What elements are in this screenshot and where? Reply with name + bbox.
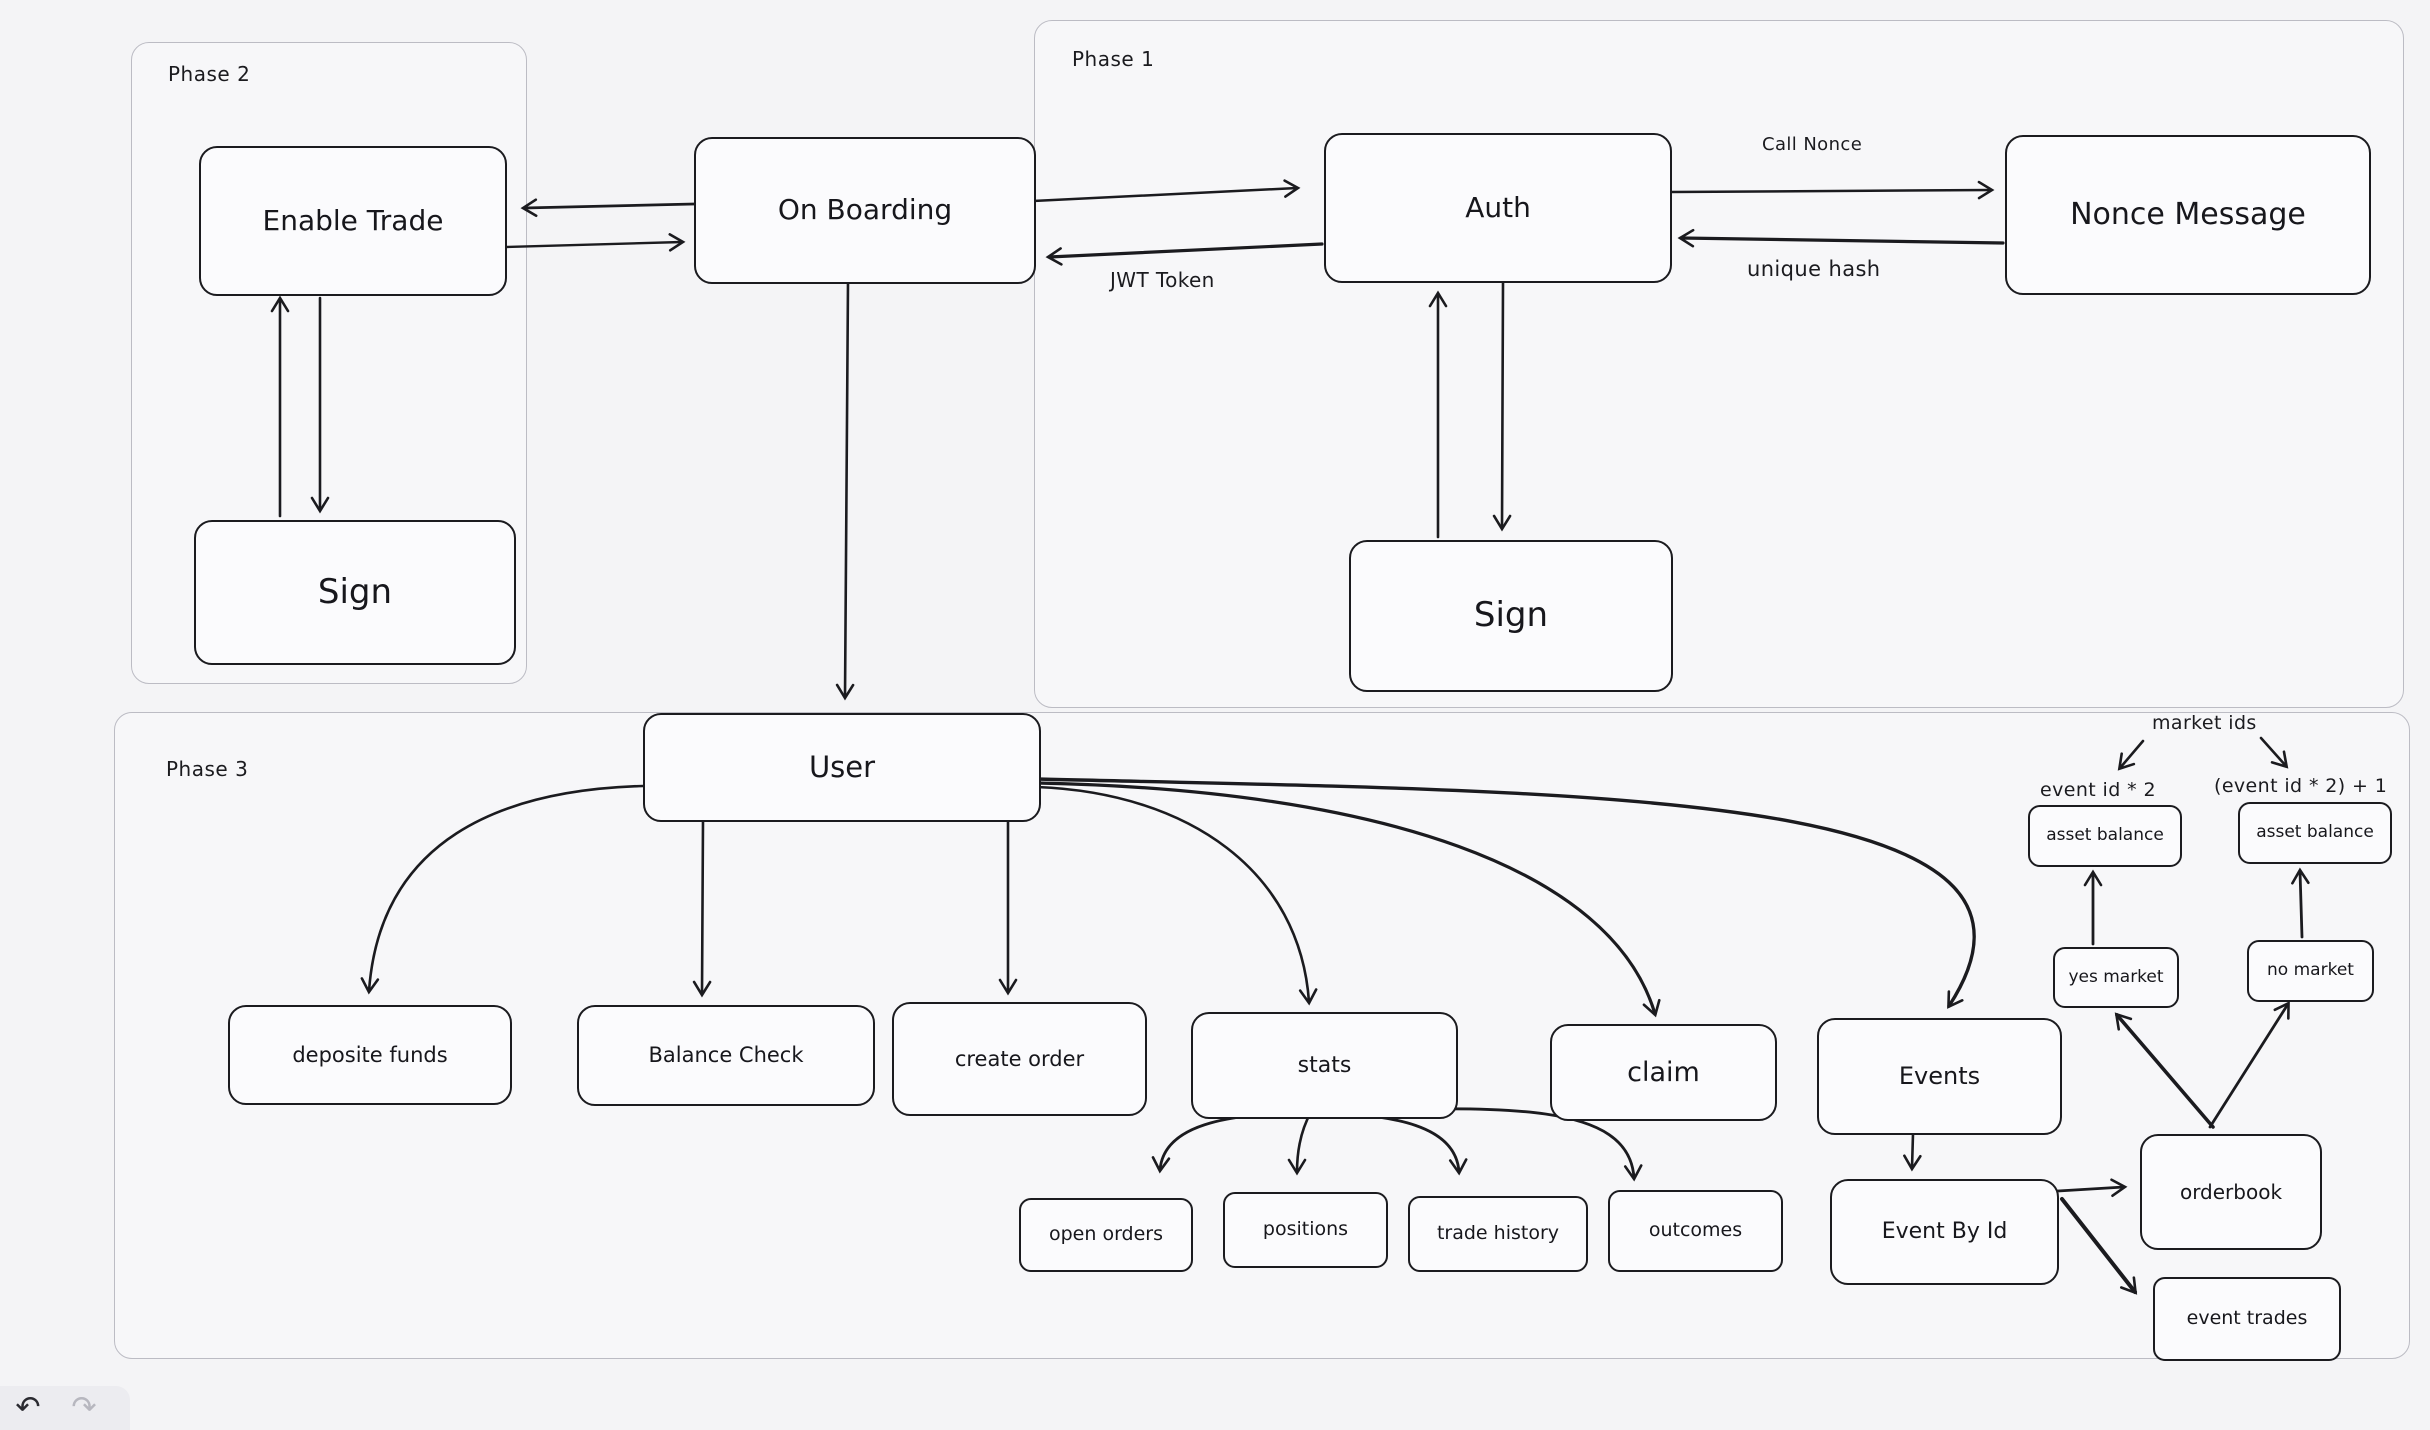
arrow-user-to-events[interactable] [1035,777,1976,1009]
node-event-by-id-label: Event By Id [1881,1219,2008,1245]
edge-label-event-id-times-2-plus-1: (event id * 2) + 1 [2214,775,2388,797]
arrow-user-to-claim[interactable] [1035,781,1661,1018]
undo-icon: ↶ [15,1390,41,1425]
node-asset-balance-no[interactable]: asset balance [2238,802,2392,864]
arrow-user-to-balance-check[interactable] [692,818,712,998]
node-claim-label: claim [1627,1056,1700,1088]
node-stats-label: stats [1297,1052,1352,1078]
node-open-orders[interactable]: open orders [1019,1198,1193,1272]
node-nonce-message-label: Nonce Message [2070,196,2306,232]
node-auth-label: Auth [1465,190,1531,224]
redo-icon: ↷ [71,1390,97,1425]
redo-button[interactable]: ↷ [56,1386,112,1430]
arrow-enable-trade-to-onboarding[interactable] [503,233,686,252]
node-event-trades[interactable]: event trades [2153,1277,2341,1361]
node-event-by-id[interactable]: Event By Id [1830,1179,2059,1285]
edge-label-market-ids: market ids [2152,712,2257,734]
node-yes-market-label: yes market [2068,966,2164,987]
node-positions-label: positions [1262,1218,1349,1241]
node-create-order-label: create order [954,1046,1085,1071]
undo-button[interactable]: ↶ [0,1386,56,1430]
node-sign-phase2-label: Sign [317,571,393,612]
arrow-stats-to-trade-history[interactable] [1309,1110,1468,1176]
node-enable-trade-label: Enable Trade [262,203,444,237]
node-onboarding-label: On Boarding [777,193,953,227]
edge-label-unique-hash: unique hash [1747,257,1881,281]
node-balance-check[interactable]: Balance Check [577,1005,875,1106]
node-event-trades-label: event trades [2186,1307,2308,1330]
frame-label-phase1: Phase 1 [1072,47,1155,71]
node-orderbook-label: orderbook [2179,1179,2283,1204]
node-asset-balance-yes-label: asset balance [2046,825,2164,846]
node-sign-phase2[interactable]: Sign [194,520,516,665]
arrow-orderbook-to-no-market[interactable] [2208,1001,2290,1129]
node-trade-history[interactable]: trade history [1408,1196,1588,1272]
node-asset-balance-yes[interactable]: asset balance [2028,805,2182,867]
frame-label-phase3: Phase 3 [166,757,249,781]
arrow-user-to-deposite-funds[interactable] [360,784,645,995]
node-deposite-funds[interactable]: deposite funds [228,1005,512,1105]
node-sign-phase1-label: Sign [1473,595,1549,636]
arrow-event-by-id-to-event-trades[interactable] [2060,1197,2138,1295]
arrow-market-ids-left[interactable] [2117,739,2145,771]
node-yes-market[interactable]: yes market [2053,947,2179,1008]
node-no-market[interactable]: no market [2247,940,2374,1002]
edge-label-jwt-token: JWT Token [1110,268,1215,292]
node-deposite-funds-label: deposite funds [292,1042,448,1067]
node-user[interactable]: User [643,713,1041,822]
edge-label-event-id-times-2: event id * 2 [2040,779,2156,801]
arrow-user-to-stats[interactable] [1035,785,1318,1006]
arrow-events-to-event-by-id[interactable] [1903,1132,1922,1172]
node-trade-history-label: trade history [1436,1222,1560,1245]
node-no-market-label: no market [2267,960,2354,981]
node-balance-check-label: Balance Check [648,1043,804,1068]
frame-phase1[interactable] [1034,20,2404,708]
arrow-nonce-to-auth-hash[interactable] [1677,228,2005,248]
arrow-no-market-to-asset-balance[interactable] [2291,867,2310,939]
node-orderbook[interactable]: orderbook [2140,1134,2322,1250]
arrow-auth-to-nonce-call[interactable] [1669,180,1995,200]
node-asset-balance-no-label: asset balance [2256,822,2374,843]
node-enable-trade[interactable]: Enable Trade [199,146,507,296]
arrow-onboarding-to-enable-trade[interactable] [520,198,696,218]
arrow-market-ids-right[interactable] [2259,736,2289,769]
edge-label-call-nonce: Call Nonce [1762,134,1863,155]
node-claim[interactable]: claim [1550,1024,1777,1121]
arrow-onboarding-to-auth[interactable] [1031,179,1301,203]
node-stats[interactable]: stats [1191,1012,1458,1119]
node-events-label: Events [1898,1061,1981,1090]
arrow-orderbook-to-yes-market[interactable] [2114,1012,2215,1129]
node-user-label: User [808,749,876,784]
arrow-onboarding-to-user[interactable] [835,280,855,701]
arrow-stats-to-positions[interactable] [1287,1110,1313,1176]
node-outcomes[interactable]: outcomes [1608,1190,1783,1272]
undo-redo-panel: ↶ ↷ [0,1386,130,1430]
arrow-auth-to-sign1[interactable] [1492,281,1512,532]
node-outcomes-label: outcomes [1648,1219,1743,1242]
node-positions[interactable]: positions [1223,1192,1388,1268]
arrow-event-by-id-to-orderbook[interactable] [2056,1178,2128,1198]
node-onboarding[interactable]: On Boarding [694,137,1036,284]
node-nonce-message[interactable]: Nonce Message [2005,135,2371,295]
frame-label-phase2: Phase 2 [168,62,251,86]
arrow-auth-to-onboarding-jwt[interactable] [1045,242,1324,266]
node-events[interactable]: Events [1817,1018,2062,1135]
node-create-order[interactable]: create order [892,1002,1147,1116]
node-open-orders-label: open orders [1048,1223,1164,1246]
node-sign-phase1[interactable]: Sign [1349,540,1673,692]
node-auth[interactable]: Auth [1324,133,1672,283]
